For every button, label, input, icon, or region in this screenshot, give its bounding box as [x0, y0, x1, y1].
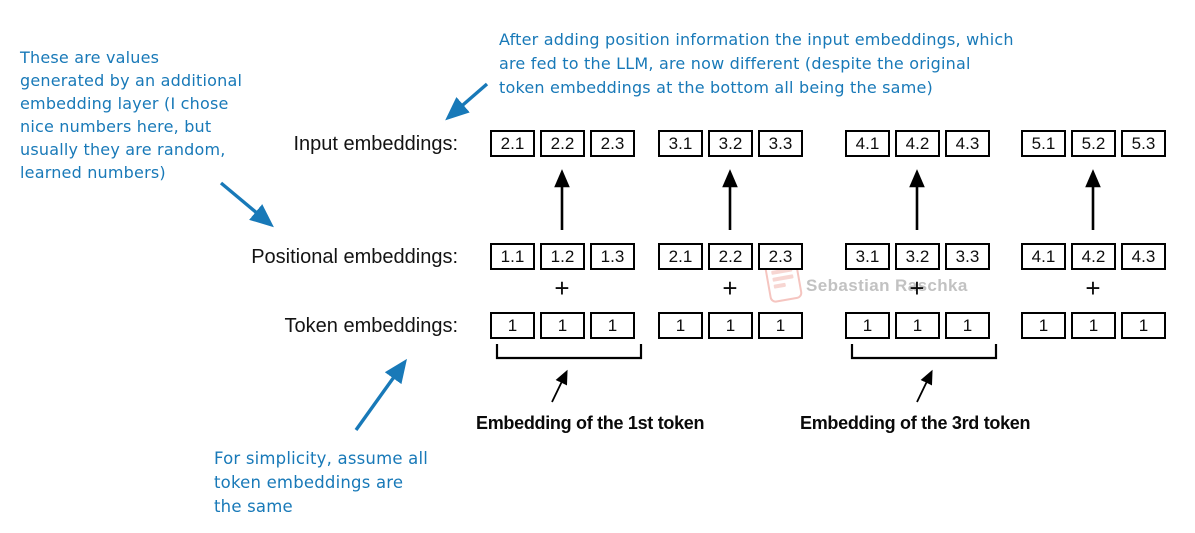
caption-arrow-1 — [551, 369, 568, 403]
embedding-cell: 4.1 — [1021, 243, 1066, 270]
annotation-line: generated by an additional — [20, 71, 243, 90]
embedding-cell: 5.1 — [1021, 130, 1066, 157]
annotation-line: token embeddings are — [214, 473, 404, 492]
embedding-cell: 1 — [658, 312, 703, 339]
embedding-cell: 2.1 — [490, 130, 535, 157]
annotation-line: For simplicity, assume all — [214, 449, 429, 468]
embedding-cell: 1 — [590, 312, 635, 339]
annotation-arrow-top-right — [445, 82, 489, 121]
input-embeddings-group-4: 5.1 5.2 5.3 — [1021, 130, 1166, 157]
caption-arrow-3 — [916, 369, 933, 403]
embedding-cell: 2.1 — [658, 243, 703, 270]
embedding-cell: 4.2 — [1071, 243, 1116, 270]
positional-embeddings-label: Positional embeddings: — [251, 246, 458, 268]
embedding-cell: 1 — [895, 312, 940, 339]
embedding-cell: 1 — [758, 312, 803, 339]
embedding-cell: 1 — [1021, 312, 1066, 339]
embedding-cell: 2.2 — [708, 243, 753, 270]
token-bracket-3 — [850, 344, 998, 360]
annotation-line: After adding position information the in… — [499, 30, 1014, 49]
embedding-cell: 2.2 — [540, 130, 585, 157]
token-embeddings-label: Token embeddings: — [284, 315, 458, 337]
embedding-cell: 1 — [540, 312, 585, 339]
annotation-line: usually they are random, — [20, 140, 226, 159]
token-embeddings-group-4: 1 1 1 — [1021, 312, 1166, 339]
embedding-cell: 1 — [945, 312, 990, 339]
embedding-cell: 1 — [1121, 312, 1166, 339]
annotation-arrow-top-left — [219, 181, 274, 228]
positional-embeddings-group-1: 1.1 1.2 1.3 — [490, 243, 635, 270]
annotation-line: the same — [214, 497, 293, 516]
embedding-cell: 5.3 — [1121, 130, 1166, 157]
embedding-cell: 4.1 — [845, 130, 890, 157]
embedding-cell: 2.3 — [758, 243, 803, 270]
token-embeddings-group-3: 1 1 1 — [845, 312, 990, 339]
positional-embeddings-group-4: 4.1 4.2 4.3 — [1021, 243, 1166, 270]
input-embeddings-label: Input embeddings: — [293, 133, 458, 155]
caption-third-token: Embedding of the 3rd token — [800, 413, 1031, 433]
annotation-line: nice numbers here, but — [20, 117, 212, 136]
embedding-cell: 1 — [708, 312, 753, 339]
embedding-cell: 3.1 — [658, 130, 703, 157]
embedding-cell: 3.1 — [845, 243, 890, 270]
embedding-cell: 4.3 — [1121, 243, 1166, 270]
embedding-cell: 4.3 — [945, 130, 990, 157]
embedding-cell: 3.3 — [945, 243, 990, 270]
annotation-bottom-left: For simplicity, assume all token embeddi… — [214, 447, 428, 519]
positional-embeddings-group-2: 2.1 2.2 2.3 — [658, 243, 803, 270]
embedding-cell: 1.2 — [540, 243, 585, 270]
embedding-cell: 4.2 — [895, 130, 940, 157]
caption-first-token: Embedding of the 1st token — [476, 413, 705, 433]
embedding-cell: 1 — [845, 312, 890, 339]
embedding-cell: 1.3 — [590, 243, 635, 270]
plus-operator-3: + — [909, 273, 925, 303]
annotation-line: embedding layer (I chose — [20, 94, 229, 113]
annotation-top-left: These are values generated by an additio… — [20, 46, 242, 184]
embedding-cell: 5.2 — [1071, 130, 1116, 157]
embedding-cell: 2.3 — [590, 130, 635, 157]
annotation-line: token embeddings at the bottom all being… — [499, 78, 933, 97]
watermark-text: Sebastian Raschka — [806, 276, 968, 295]
annotation-top-right: After adding position information the in… — [499, 28, 1014, 100]
annotation-line: learned numbers) — [20, 163, 166, 182]
plus-operator-1: + — [554, 273, 570, 303]
embedding-cell: 1.1 — [490, 243, 535, 270]
token-embeddings-group-2: 1 1 1 — [658, 312, 803, 339]
embedding-cell: 1 — [490, 312, 535, 339]
token-embeddings-group-1: 1 1 1 — [490, 312, 635, 339]
annotation-line: These are values — [20, 48, 160, 67]
annotation-arrow-bottom — [354, 358, 407, 431]
embedding-cell: 3.3 — [758, 130, 803, 157]
positional-embeddings-group-3: 3.1 3.2 3.3 — [845, 243, 990, 270]
plus-operator-2: + — [722, 273, 738, 303]
token-bracket-1 — [495, 344, 643, 360]
annotation-line: are fed to the LLM, are now different (d… — [499, 54, 971, 73]
embedding-cell: 1 — [1071, 312, 1116, 339]
embedding-cell: 3.2 — [895, 243, 940, 270]
input-embeddings-group-2: 3.1 3.2 3.3 — [658, 130, 803, 157]
input-embeddings-group-3: 4.1 4.2 4.3 — [845, 130, 990, 157]
embedding-cell: 3.2 — [708, 130, 753, 157]
input-embeddings-group-1: 2.1 2.2 2.3 — [490, 130, 635, 157]
plus-operator-4: + — [1085, 273, 1101, 303]
